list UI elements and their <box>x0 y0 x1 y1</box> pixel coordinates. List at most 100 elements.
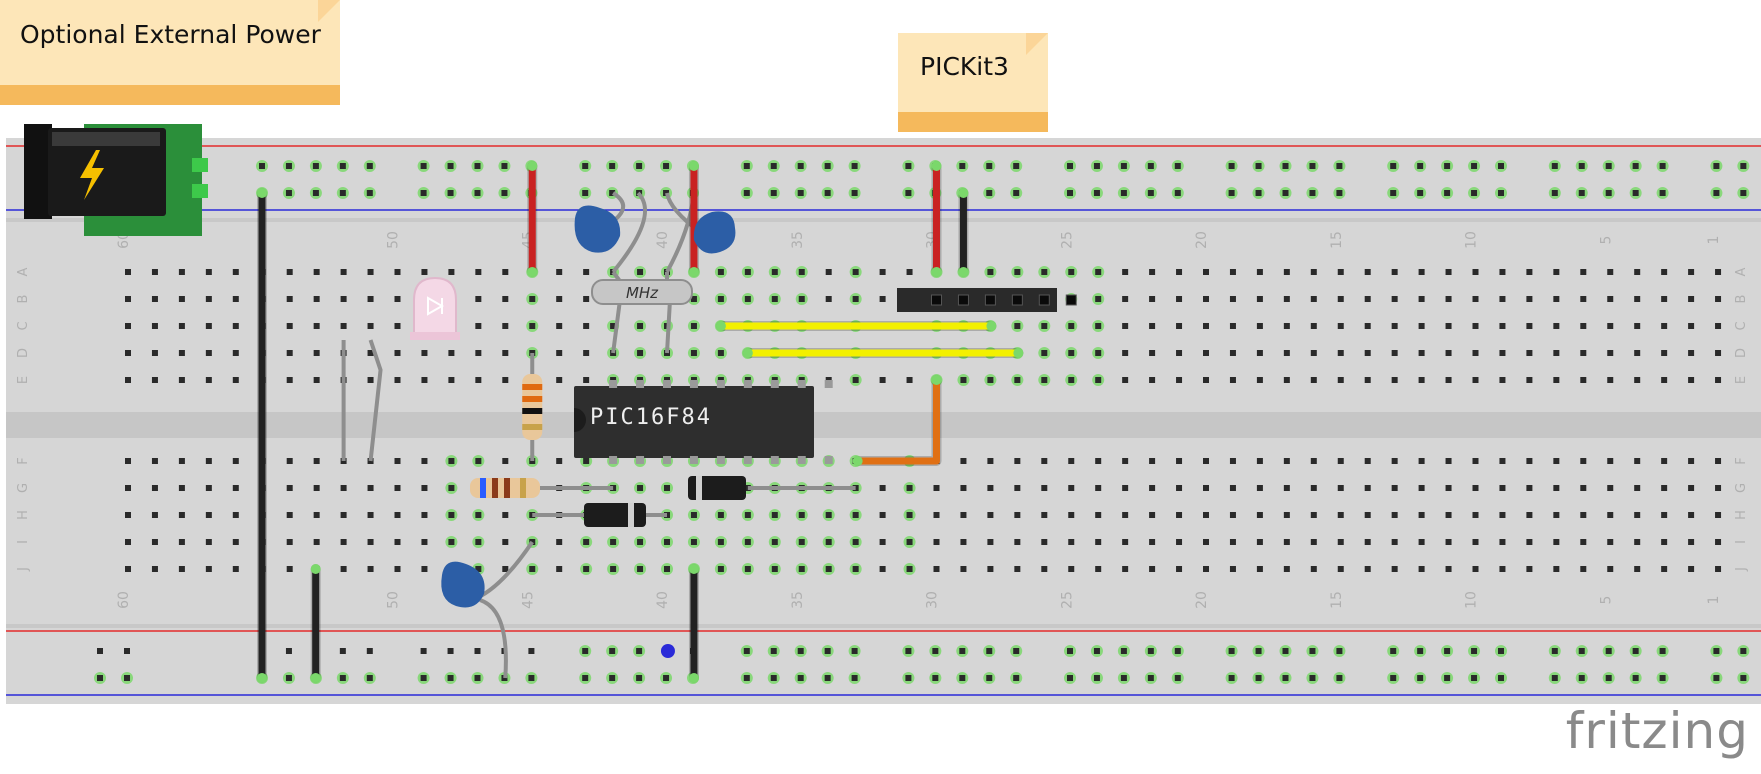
breadboard-hole[interactable] <box>1203 485 1209 491</box>
breadboard-hole[interactable] <box>1176 296 1183 302</box>
rail-hole[interactable] <box>770 675 777 681</box>
breadboard-hole[interactable] <box>1149 296 1156 302</box>
breadboard-hole[interactable] <box>1553 377 1560 383</box>
breadboard-hole[interactable] <box>1122 377 1129 383</box>
rail-hole[interactable] <box>959 163 966 169</box>
breadboard-hole[interactable] <box>125 512 131 518</box>
breadboard-hole[interactable] <box>879 512 886 518</box>
breadboard-hole[interactable] <box>394 323 401 329</box>
breadboard-hole[interactable] <box>1149 323 1156 329</box>
breadboard-hole[interactable] <box>1526 512 1533 518</box>
breadboard-hole[interactable] <box>232 377 239 383</box>
breadboard-hole[interactable] <box>475 566 482 572</box>
breadboard-hole[interactable] <box>1661 296 1668 302</box>
breadboard-hole[interactable] <box>286 566 293 572</box>
breadboard-hole[interactable] <box>825 539 832 545</box>
breadboard-hole[interactable] <box>1715 458 1722 464</box>
breadboard-hole[interactable] <box>1095 323 1102 329</box>
breadboard-hole[interactable] <box>205 539 212 545</box>
breadboard-hole[interactable] <box>475 350 482 356</box>
rail-hole[interactable] <box>97 648 103 654</box>
rail-hole[interactable] <box>474 648 481 654</box>
breadboard-hole[interactable] <box>340 323 347 329</box>
rail-hole[interactable] <box>1093 163 1100 169</box>
breadboard-hole[interactable] <box>1176 269 1183 275</box>
breadboard-hole[interactable] <box>1122 296 1129 302</box>
breadboard-hole[interactable] <box>1418 323 1425 329</box>
breadboard-hole[interactable] <box>1229 323 1236 329</box>
rail-hole[interactable] <box>905 190 912 196</box>
breadboard-hole[interactable] <box>960 539 967 545</box>
breadboard-hole[interactable] <box>151 539 158 545</box>
rail-hole[interactable] <box>1147 648 1154 654</box>
breadboard-hole[interactable] <box>1310 539 1317 545</box>
breadboard-hole[interactable] <box>771 539 778 545</box>
breadboard-hole[interactable] <box>717 512 724 518</box>
rail-hole[interactable] <box>770 648 777 654</box>
breadboard-hole[interactable] <box>421 458 428 464</box>
note-pickit3[interactable]: PICKit3 <box>898 33 1048 132</box>
breadboard-hole[interactable] <box>960 458 967 464</box>
breadboard-hole[interactable] <box>1095 485 1102 491</box>
breadboard-hole[interactable] <box>1364 512 1371 518</box>
rail-hole[interactable] <box>582 675 589 681</box>
rail-hole[interactable] <box>743 648 750 654</box>
breadboard-hole[interactable] <box>340 485 347 491</box>
breadboard-hole[interactable] <box>1310 377 1317 383</box>
rail-hole[interactable] <box>474 163 481 169</box>
breadboard-hole[interactable] <box>1472 458 1479 464</box>
breadboard-hole[interactable] <box>556 566 563 572</box>
breadboard-hole[interactable] <box>1176 485 1183 491</box>
rail-hole[interactable] <box>447 675 454 681</box>
rail-hole[interactable] <box>1228 648 1235 654</box>
breadboard-hole[interactable] <box>125 539 131 545</box>
led[interactable] <box>413 276 457 335</box>
breadboard-hole[interactable] <box>421 566 428 572</box>
breadboard-hole[interactable] <box>394 485 401 491</box>
breadboard-hole[interactable] <box>987 539 994 545</box>
breadboard-hole[interactable] <box>1149 512 1156 518</box>
breadboard-hole[interactable] <box>906 512 913 518</box>
breadboard-hole[interactable] <box>1014 269 1021 275</box>
breadboard-hole[interactable] <box>1283 458 1290 464</box>
breadboard-hole[interactable] <box>637 350 644 356</box>
rail-hole[interactable] <box>1605 648 1612 654</box>
breadboard-hole[interactable] <box>610 539 617 545</box>
breadboard-hole[interactable] <box>448 539 455 545</box>
breadboard-hole[interactable] <box>125 296 131 302</box>
breadboard-hole[interactable] <box>1256 485 1263 491</box>
breadboard-hole[interactable] <box>232 269 239 275</box>
breadboard-hole[interactable] <box>1634 485 1641 491</box>
rail-hole[interactable] <box>1282 190 1289 196</box>
breadboard-hole[interactable] <box>1256 269 1263 275</box>
rail-hole[interactable] <box>636 675 643 681</box>
breadboard-hole[interactable] <box>879 269 886 275</box>
breadboard-hole[interactable] <box>1283 539 1290 545</box>
breadboard-hole[interactable] <box>1634 296 1641 302</box>
breadboard-hole[interactable] <box>852 512 859 518</box>
rail-hole[interactable] <box>1471 163 1478 169</box>
breadboard-hole[interactable] <box>987 377 994 383</box>
breadboard-hole[interactable] <box>1310 350 1317 356</box>
breadboard-hole[interactable] <box>1041 350 1048 356</box>
rail-hole[interactable] <box>1013 163 1020 169</box>
breadboard-hole[interactable] <box>421 377 428 383</box>
breadboard-hole[interactable] <box>367 350 374 356</box>
breadboard-hole[interactable] <box>1122 539 1129 545</box>
breadboard-hole[interactable] <box>717 350 724 356</box>
crystal-body[interactable] <box>591 279 693 305</box>
rail-hole[interactable] <box>1120 190 1127 196</box>
breadboard-hole[interactable] <box>1364 296 1371 302</box>
breadboard-hole[interactable] <box>717 296 724 302</box>
breadboard-hole[interactable] <box>960 512 967 518</box>
breadboard-hole[interactable] <box>1715 296 1722 302</box>
rail-hole[interactable] <box>1713 648 1720 654</box>
breadboard-hole[interactable] <box>987 512 994 518</box>
breadboard-hole[interactable] <box>232 512 239 518</box>
breadboard-hole[interactable] <box>1661 539 1668 545</box>
breadboard-hole[interactable] <box>960 566 967 572</box>
breadboard-hole[interactable] <box>286 296 293 302</box>
rail-hole[interactable] <box>1713 163 1720 169</box>
breadboard-hole[interactable] <box>1499 350 1506 356</box>
breadboard-hole[interactable] <box>421 512 428 518</box>
